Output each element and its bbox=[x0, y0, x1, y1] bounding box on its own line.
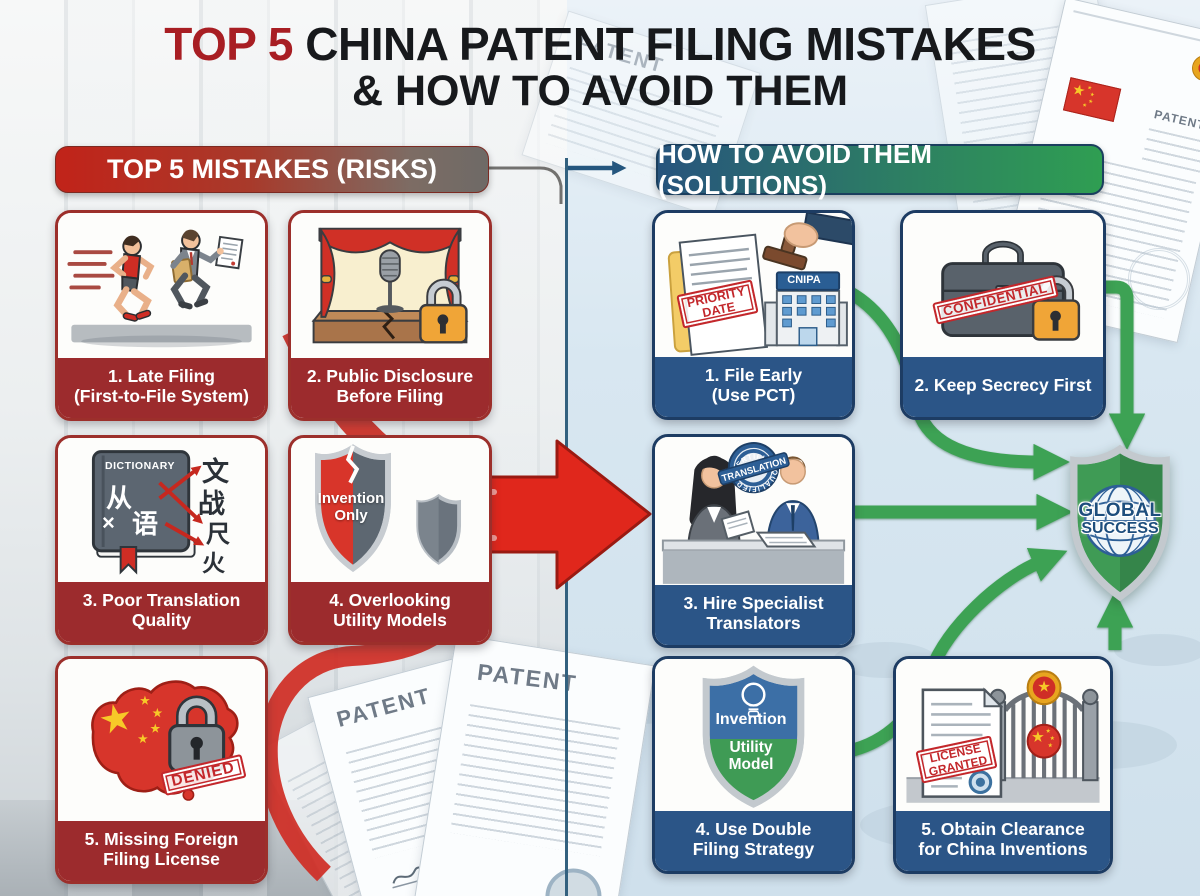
solution-label-1: 1. File Early (Use PCT) bbox=[655, 357, 852, 417]
column-divider bbox=[565, 158, 568, 896]
solutions-header-label: HOW TO AVOID THEM (SOLUTIONS) bbox=[658, 138, 932, 200]
patent-watermark-text: PATENT bbox=[475, 658, 579, 697]
title-line2: & HOW TO AVOID THEM bbox=[351, 66, 849, 115]
risks-header-banner: TOP 5 MISTAKES (RISKS) bbox=[55, 146, 489, 193]
solution-label-3: 3. Hire Specialist Translators bbox=[655, 585, 852, 645]
success-text: SUCCESS bbox=[1081, 519, 1159, 537]
mistake-label-5: 5. Missing Foreign Filing License bbox=[58, 821, 265, 881]
mistake-card-5: DENIED 5. Missing Foreign Filing License bbox=[55, 656, 268, 884]
title-rest: CHINA PATENT FILING MISTAKES bbox=[292, 18, 1036, 70]
risks-header-label: TOP 5 MISTAKES (RISKS) bbox=[106, 154, 438, 184]
global-text: GLOBAL bbox=[1078, 500, 1162, 521]
document-seal bbox=[541, 864, 606, 896]
solution-card-3: CERTIFIED QUALIFIED TRANSLATION 3. Hire … bbox=[652, 434, 855, 648]
translators-icon: CERTIFIED QUALIFIED TRANSLATION bbox=[655, 437, 852, 585]
solution-card-4: Invention Utility Model 4. Use Double Fi… bbox=[652, 656, 855, 874]
mistake-card-2: 2. Public Disclosure Before Filing bbox=[288, 210, 492, 421]
solution-card-1: CNIPA PRIORITY DATE 1. File Early (Use P… bbox=[652, 210, 855, 420]
gate-license-icon: LICENSE GRANTED bbox=[896, 659, 1110, 811]
mistake-label-1: 1. Late Filing (First-to-File System) bbox=[58, 358, 265, 418]
seal-watermark bbox=[1128, 248, 1190, 310]
solutions-header-banner: HOW TO AVOID THEM (SOLUTIONS) bbox=[656, 139, 1104, 200]
china-map-lock-icon: DENIED bbox=[58, 659, 265, 821]
runners-race-icon bbox=[58, 213, 265, 358]
page-title: TOP 5 CHINA PATENT FILING MISTAKES & HOW… bbox=[0, 20, 1200, 114]
mistake-label-3: 3. Poor Translation Quality bbox=[58, 582, 265, 642]
solution-label-2: 2. Keep Secrecy First bbox=[903, 357, 1103, 417]
mistake-label-2: 2. Public Disclosure Before Filing bbox=[291, 358, 489, 418]
stage-microphone-lock-icon bbox=[291, 213, 489, 358]
title-accent: TOP 5 bbox=[164, 18, 293, 70]
solution-label-4: 4. Use Double Filing Strategy bbox=[655, 811, 852, 871]
double-shield-icon: Invention Utility Model bbox=[655, 659, 852, 811]
dictionary-icon: DICTIONARY 从 × 语 文 战 尺 火 bbox=[58, 438, 265, 582]
global-success-caption: GLOBAL SUCCESS bbox=[1051, 501, 1189, 538]
solution-card-5: LICENSE GRANTED 5. Obtain Clearance for … bbox=[893, 656, 1113, 874]
broken-shield-icon: Invention Only bbox=[291, 438, 489, 582]
briefcase-lock-icon: CONFIDENTIAL bbox=[903, 213, 1103, 357]
priority-stamp-cnipa-icon: CNIPA PRIORITY DATE bbox=[655, 213, 852, 357]
mistake-card-1: 1. Late Filing (First-to-File System) bbox=[55, 210, 268, 421]
solution-card-2: CONFIDENTIAL 2. Keep Secrecy First bbox=[900, 210, 1106, 420]
certified-seal-icon: CERTIFIED QUALIFIED TRANSLATION bbox=[717, 442, 790, 496]
solution-label-5: 5. Obtain Clearance for China Inventions bbox=[896, 811, 1110, 871]
mistake-card-4: Invention Only 4. Overlooking Utility Mo… bbox=[288, 435, 492, 645]
global-success-shield: GLOBAL SUCCESS bbox=[1051, 443, 1189, 609]
mistake-label-4: 4. Overlooking Utility Models bbox=[291, 582, 489, 642]
mistake-card-3: DICTIONARY 从 × 语 文 战 尺 火 3. Poor Transla… bbox=[55, 435, 268, 645]
